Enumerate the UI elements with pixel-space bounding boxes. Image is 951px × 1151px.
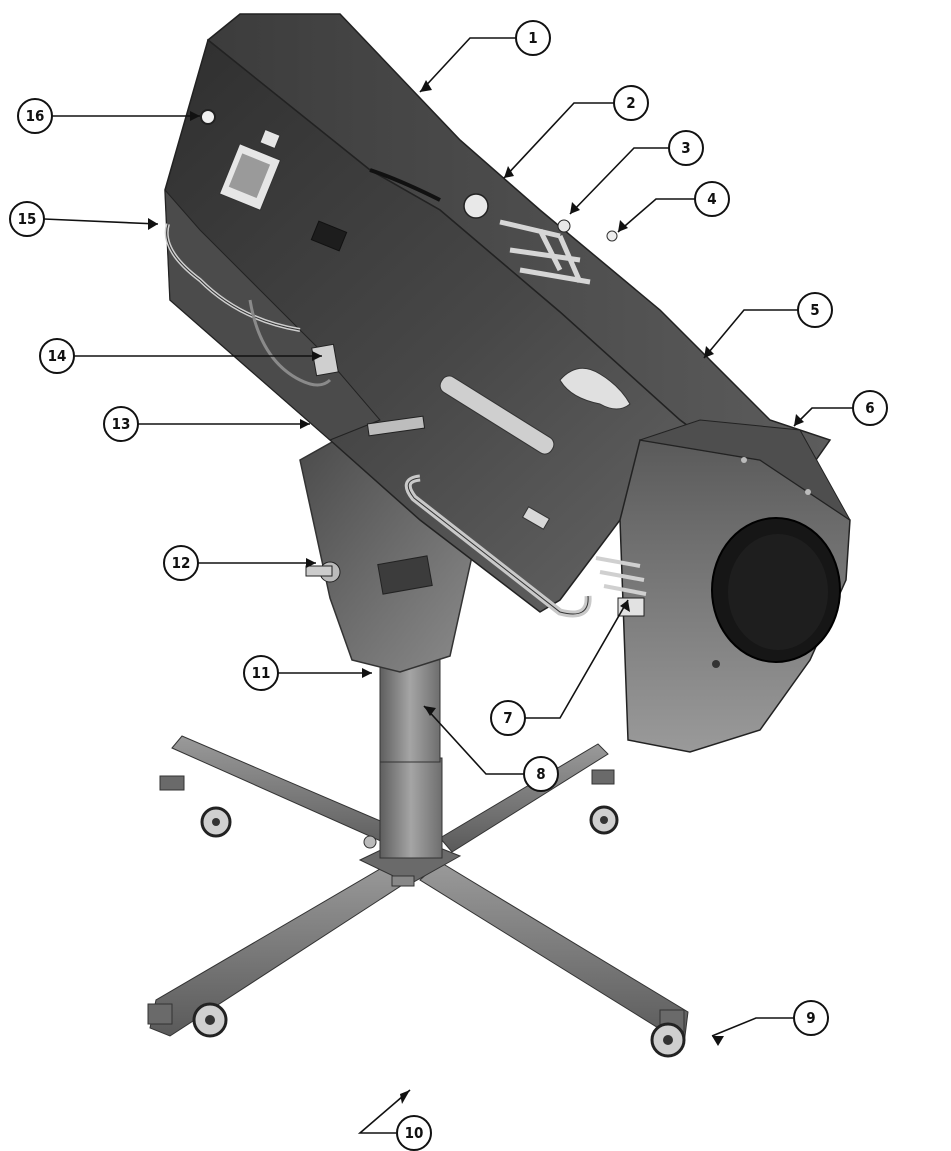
switch-panel	[310, 220, 348, 252]
zoom-handle	[595, 556, 647, 596]
svg-text:13: 13	[112, 415, 131, 433]
leg-front-right	[419, 861, 689, 1045]
lamp-body-lower	[164, 188, 381, 441]
callout-12: 12	[163, 545, 199, 581]
callout-7: 7	[490, 700, 526, 736]
svg-text:6: 6	[865, 399, 874, 417]
lever-knob-4	[606, 230, 618, 242]
svg-text:14: 14	[48, 347, 67, 365]
callout-8: 8	[523, 756, 559, 792]
svg-text:16: 16	[26, 107, 45, 125]
leader-2	[503, 102, 614, 179]
svg-text:12: 12	[172, 554, 191, 572]
svg-text:9: 9	[806, 1009, 815, 1027]
callout-5: 5	[797, 292, 833, 328]
leader-8	[423, 705, 524, 775]
pedal	[391, 875, 415, 887]
iris-knob	[463, 193, 489, 219]
caster-front-right	[650, 1009, 686, 1058]
label-tab	[259, 128, 281, 150]
svg-text:7: 7	[503, 709, 512, 727]
housing-screw	[712, 660, 720, 668]
callout-10: 10	[396, 1115, 432, 1151]
leg-back-right	[439, 743, 609, 853]
caster-front-left	[147, 1002, 228, 1038]
callout-14: 14	[39, 338, 75, 374]
leader-arrowheads	[148, 80, 804, 1104]
svg-text:10: 10	[405, 1124, 424, 1142]
rear-hardware	[164, 109, 426, 437]
leader-5	[703, 309, 798, 359]
callout-11: 11	[243, 655, 279, 691]
leader-10	[357, 1089, 411, 1134]
svg-text:3: 3	[681, 139, 690, 157]
small-badge	[521, 506, 551, 530]
svg-text:11: 11	[252, 664, 271, 682]
front-lens-housing	[595, 419, 851, 753]
top-handle	[369, 168, 441, 202]
leader-3	[569, 147, 669, 215]
zoom-lock	[617, 597, 645, 617]
rear-fitting	[200, 109, 216, 125]
brand-logo	[559, 367, 631, 410]
lever-knob-3	[557, 219, 571, 233]
svg-text:1: 1	[528, 29, 537, 47]
svg-text:15: 15	[18, 210, 37, 228]
callout-9: 9	[793, 1000, 829, 1036]
svg-text:2: 2	[626, 94, 635, 112]
leg-front-left	[149, 861, 411, 1037]
leader-6	[793, 407, 853, 427]
leader-1	[419, 37, 516, 93]
yoke-plate	[377, 555, 433, 595]
callout-13: 13	[103, 406, 139, 442]
caster-back-right	[589, 769, 619, 835]
model-plate	[439, 375, 555, 455]
callout-1: 1	[515, 20, 551, 56]
base-lock-knob	[363, 835, 377, 849]
callout-16: 16	[17, 98, 53, 134]
callout-3: 3	[668, 130, 704, 166]
power-cable	[248, 299, 332, 387]
caster-back-left	[159, 775, 232, 838]
trunnion-arm	[366, 415, 426, 437]
callout-15: 15	[9, 201, 45, 237]
label-lines	[228, 153, 271, 199]
tilt-lock-handle	[305, 565, 333, 577]
callout-6: 6	[852, 390, 888, 426]
svg-text:5: 5	[810, 301, 819, 319]
svg-text:4: 4	[707, 190, 716, 208]
callout-2: 2	[613, 85, 649, 121]
color-boomerang-levers	[499, 219, 591, 285]
leader-4	[617, 198, 695, 233]
front-housing-top	[639, 419, 851, 521]
leader-15	[43, 218, 159, 225]
leader-7	[525, 599, 629, 719]
svg-text:8: 8	[536, 765, 545, 783]
leader-9	[711, 1017, 794, 1037]
callout-4: 4	[694, 181, 730, 217]
top-controls	[463, 193, 618, 285]
cable-clamp	[311, 343, 339, 377]
